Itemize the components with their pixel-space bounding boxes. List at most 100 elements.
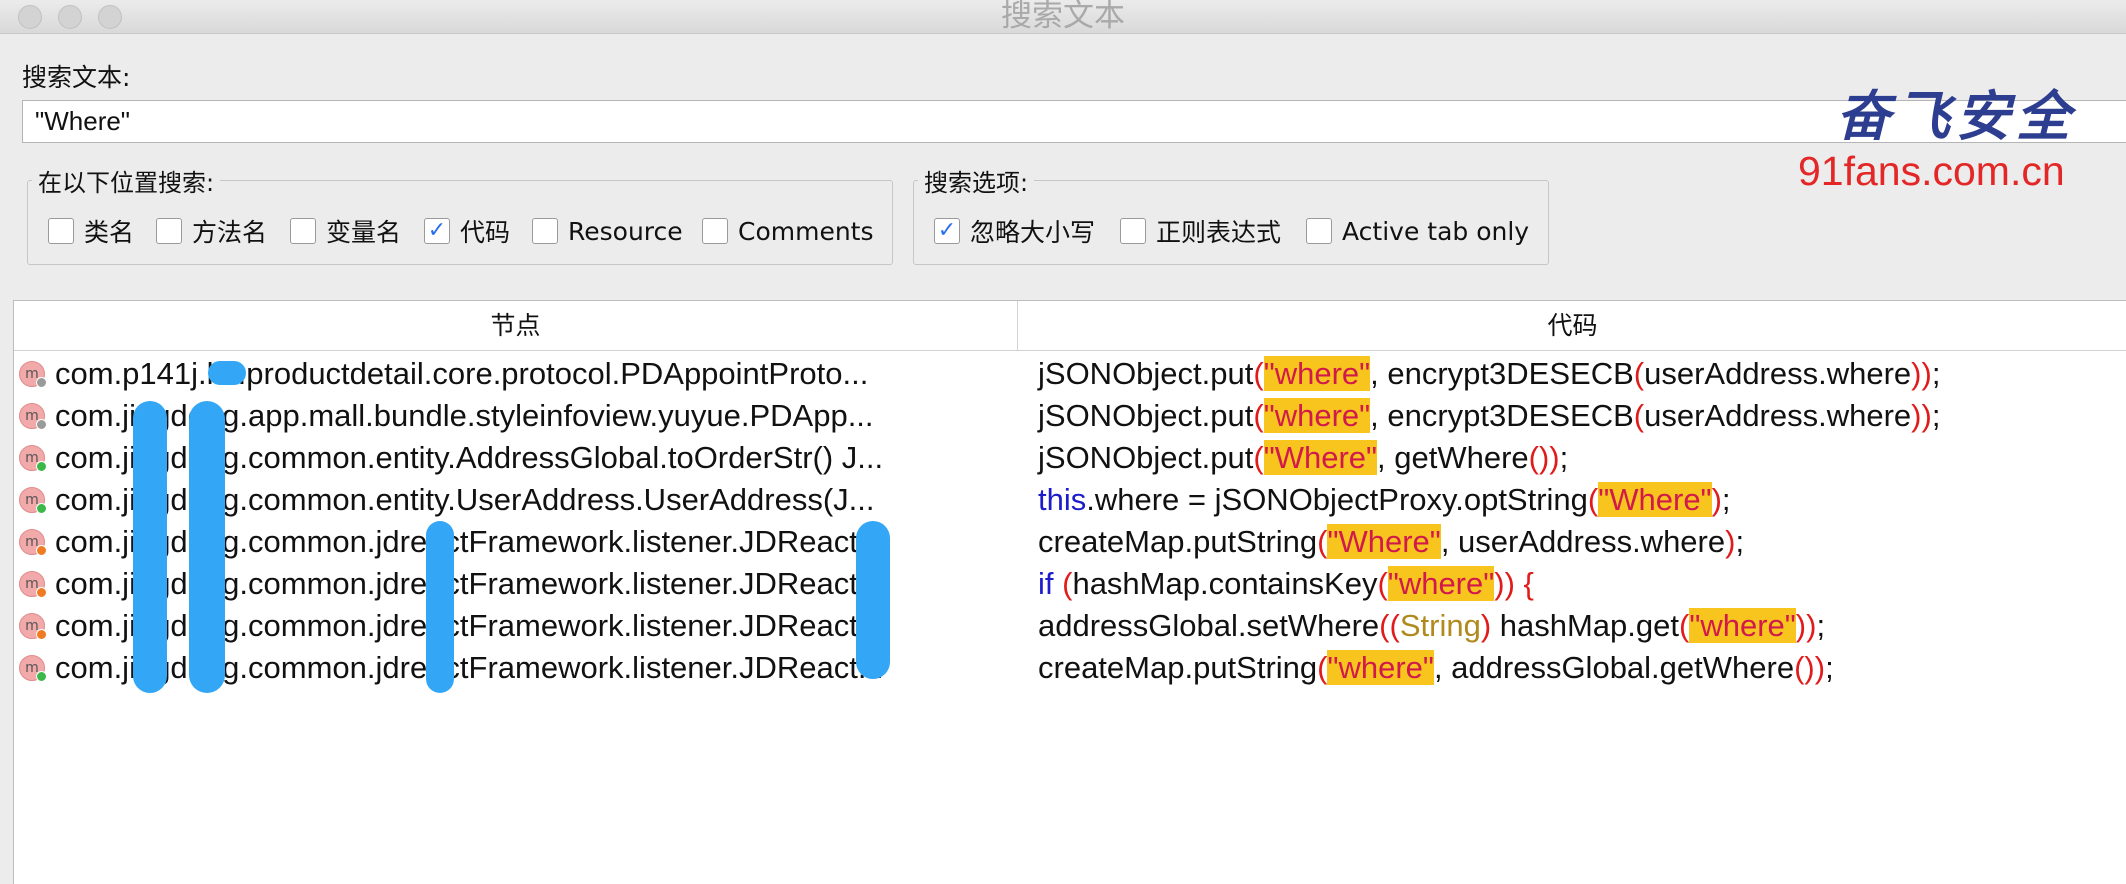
checkmark-icon: ✓ [427,218,447,243]
code-token: userAddress.where [1644,398,1912,433]
access-status-icon [36,545,47,556]
code-token: ( [1062,566,1073,601]
code-token: )) [1911,398,1932,433]
search-scope-group [27,180,893,265]
search-scope-title: 在以下位置搜索: [32,163,221,198]
column-header-node[interactable]: 节点 [14,301,1017,351]
access-status-icon [36,419,47,430]
code-token: ( [1317,650,1328,685]
access-status-icon [36,461,47,472]
code-cell: createMap.putString("Where", userAddress… [1038,523,1744,561]
code-token: , encrypt3DESECB [1370,356,1634,391]
code-token: ( [1633,398,1645,433]
method-icon: m [19,403,45,429]
match-highlight: "where" [1263,356,1371,391]
code-token: ; [1931,398,1941,433]
checkbox-code[interactable]: ✓ 代码 [424,216,510,247]
match-highlight: "where" [1327,650,1434,685]
method-icon: m [19,655,45,681]
checkbox-ignore-case[interactable]: ✓ 忽略大小写 [934,216,1096,247]
redaction-mark [189,401,225,693]
checkbox-box[interactable] [1306,218,1332,244]
search-label: 搜索文本: [22,63,131,92]
redaction-mark [133,401,167,693]
search-input[interactable] [23,101,2126,142]
checkbox-label: Active tab only [1342,216,1530,246]
access-status-icon [36,377,47,388]
column-divider[interactable] [1017,301,1018,351]
code-token: String [1399,608,1481,643]
code-token: )) [1911,356,1932,391]
code-token: , userAddress.where [1440,524,1726,559]
code-token: addressGlobal.setWhere [1038,608,1380,643]
method-icon: m [19,571,45,597]
code-token: )) { [1494,566,1534,601]
code-token: ()) [1794,650,1826,685]
checkbox-box[interactable] [290,218,316,244]
checkbox-label: 方法名 [192,218,268,247]
code-token: ( [1253,356,1264,391]
checkbox-resource[interactable]: Resource [532,216,683,246]
code-token: jSONObject.put [1038,440,1254,475]
code-token: hashMap.containsKey [1072,566,1378,601]
redaction-mark [856,521,890,679]
code-cell: jSONObject.put("where", encrypt3DESECB(u… [1038,355,1940,393]
watermark-url: 91fans.com.cn [1798,148,2065,194]
code-cell: addressGlobal.setWhere((String) hashMap.… [1038,607,1825,645]
code-token: , encrypt3DESECB [1370,398,1634,433]
checkbox-box[interactable] [1120,218,1146,244]
search-field[interactable] [22,100,2126,143]
window-title: 搜索文本 [1001,0,1125,34]
code-token: createMap.putString [1038,650,1318,685]
code-cell: jSONObject.put("where", encrypt3DESECB(u… [1038,397,1940,435]
title-bar: 搜索文本 [0,0,2126,34]
node-cell: com.p141j.lib.productdetail.core.protoco… [55,356,869,391]
code-token: ( [1679,608,1690,643]
access-status-icon [36,587,47,598]
zoom-window-button[interactable] [98,5,122,29]
checkbox-regex[interactable]: 正则表达式 [1120,216,1281,247]
code-token: ) [1725,524,1736,559]
checkbox-label: 类名 [84,218,135,247]
checkbox-box[interactable] [156,218,182,244]
column-header-code[interactable]: 代码 [1018,301,2126,351]
checkbox-box[interactable] [702,218,728,244]
code-token: ; [1931,356,1941,391]
checkbox-active-tab-only[interactable]: Active tab only [1306,216,1529,246]
checkbox-box[interactable] [48,218,74,244]
code-token: ) [1711,482,1722,517]
checkbox-variable-name[interactable]: 变量名 [290,216,401,247]
code-token: , addressGlobal.getWhere [1433,650,1795,685]
code-token: hashMap.get [1491,608,1679,643]
checkbox-box[interactable] [532,218,558,244]
checkbox-box-checked[interactable]: ✓ [424,218,450,244]
match-highlight: "Where" [1327,524,1441,559]
code-token: ( [1633,356,1645,391]
code-token: ()) [1528,440,1560,475]
checkbox-label: Comments [738,216,874,246]
checkmark-icon: ✓ [937,218,957,243]
watermark-logo-text: 奋飞安全 [1836,84,2076,148]
code-cell: this.where = jSONObjectProxy.optString("… [1038,481,1731,519]
checkbox-box-checked[interactable]: ✓ [934,218,960,244]
search-options-title: 搜索选项: [918,163,1035,198]
checkbox-comments[interactable]: Comments [702,216,874,246]
code-token: if [1038,566,1054,601]
minimize-window-button[interactable] [58,5,82,29]
close-window-button[interactable] [18,5,42,29]
checkbox-label: 忽略大小写 [970,218,1096,247]
checkbox-class-name[interactable]: 类名 [48,216,135,247]
checkbox-method-name[interactable]: 方法名 [156,216,268,247]
code-token [1054,566,1063,601]
code-token: ( [1253,440,1264,475]
match-highlight: "Where" [1598,482,1712,517]
match-highlight: "where" [1387,566,1495,601]
